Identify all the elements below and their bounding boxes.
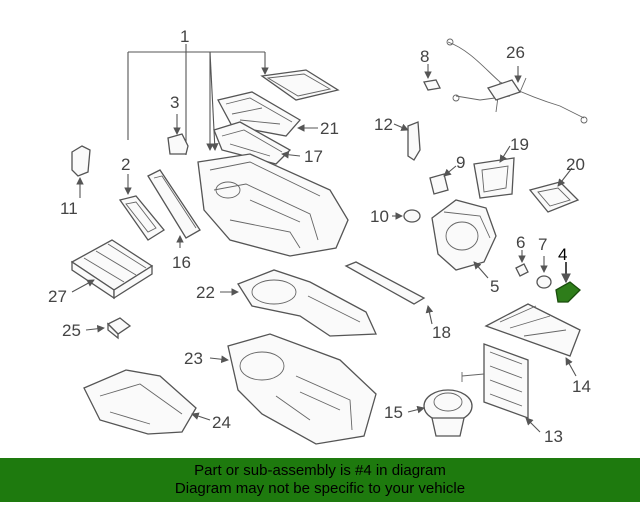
info-banner: Part or sub-assembly is #4 in diagram Di…	[0, 458, 640, 502]
part-3-clip	[167, 133, 189, 155]
label-11: 11	[60, 199, 78, 218]
banner-line-1: Part or sub-assembly is #4 in diagram	[194, 462, 446, 479]
part-top-cover	[260, 69, 340, 101]
part-25-clip	[106, 317, 132, 340]
banner-line-2: Diagram may not be specific to your vehi…	[174, 480, 466, 497]
callout-1-leaders	[127, 44, 269, 155]
part-19-control-module	[473, 157, 515, 199]
label-6: 6	[516, 233, 525, 252]
label-10: 10	[370, 207, 389, 226]
part-15-blower-motor	[423, 389, 473, 437]
part-27-cabin-filter	[70, 239, 154, 300]
label-17: 17	[304, 147, 323, 166]
part-26-wiring-harness	[446, 38, 588, 124]
part-6-clip	[515, 263, 529, 277]
part-16-filter-door	[147, 169, 201, 239]
part-9-actuator	[429, 173, 449, 195]
part-upper-hvac-housing	[197, 153, 349, 257]
label-1: 1	[180, 27, 189, 46]
label-13: 13	[544, 427, 563, 446]
part-22-case-seal	[237, 269, 377, 337]
part-20-control-module	[528, 181, 580, 213]
part-24-floor-duct	[83, 369, 197, 435]
label-27: 27	[48, 287, 67, 306]
label-26: 26	[506, 43, 525, 62]
label-24: 24	[212, 413, 231, 432]
label-3: 3	[170, 93, 179, 112]
part-8-connector	[423, 79, 441, 91]
label-15: 15	[384, 403, 403, 422]
part-18-door	[344, 261, 426, 305]
part-mode-door-assembly	[213, 91, 302, 165]
label-5: 5	[490, 277, 499, 296]
label-8: 8	[420, 47, 429, 66]
part-2-seal	[118, 195, 165, 241]
part-7-sensor	[536, 275, 552, 289]
part-4-blower-resistor	[555, 281, 581, 303]
label-16: 16	[172, 253, 191, 272]
label-2: 2	[121, 155, 130, 174]
label-12: 12	[374, 115, 393, 134]
label-18: 18	[432, 323, 451, 342]
label-21: 21	[320, 119, 339, 138]
label-7: 7	[538, 235, 547, 254]
label-23: 23	[184, 349, 203, 368]
part-12-sensor	[407, 121, 421, 161]
label-19: 19	[510, 135, 529, 154]
part-14-heater-core	[484, 303, 581, 357]
label-4: 4	[558, 245, 567, 264]
part-13-evaporator	[461, 343, 529, 419]
label-14: 14	[572, 377, 591, 396]
label-9: 9	[456, 153, 465, 172]
parts-diagram: 1 21 17 3 11 2 16	[48, 27, 591, 446]
label-20: 20	[566, 155, 585, 174]
part-23-lower-housing	[227, 333, 377, 445]
label-25: 25	[62, 321, 81, 340]
part-11-duct	[71, 145, 91, 177]
part-5-blower-housing	[431, 199, 497, 271]
part-10-grommet	[403, 209, 421, 223]
label-22: 22	[196, 283, 215, 302]
